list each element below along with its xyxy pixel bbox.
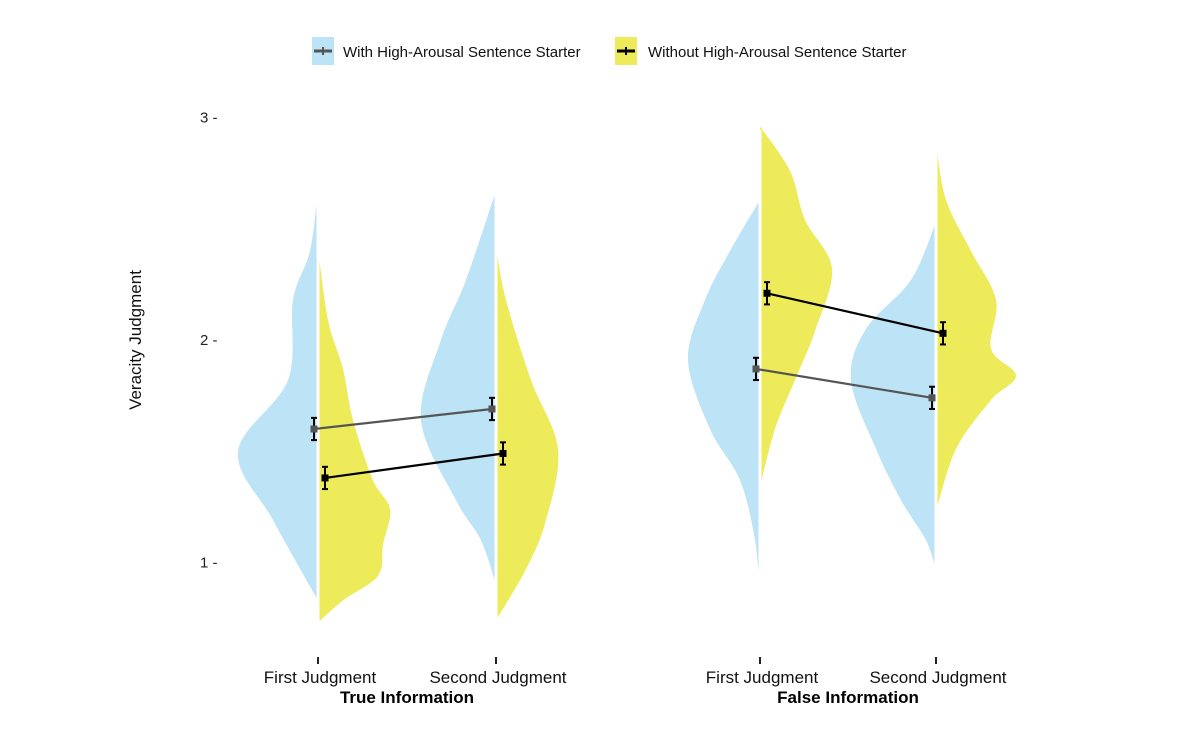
violin-with-1-0 bbox=[687, 199, 760, 596]
legend: With High-Arousal Sentence Starter Witho… bbox=[312, 37, 906, 65]
mean-line-without bbox=[766, 292, 944, 335]
mean-point-without bbox=[321, 474, 329, 482]
mean-line-without bbox=[324, 452, 504, 480]
mean-point-with bbox=[488, 405, 496, 413]
violin-without-1-0 bbox=[760, 126, 833, 487]
violin-with-0-1 bbox=[420, 190, 496, 585]
mean-line-with bbox=[755, 367, 933, 399]
mean-point-with bbox=[752, 365, 760, 373]
violin-with-0-0 bbox=[237, 190, 318, 601]
y-axis-label: Veracity Judgment bbox=[126, 270, 145, 410]
violins bbox=[237, 126, 1016, 630]
panel-title: True Information bbox=[340, 688, 474, 707]
x-tick-label: Second Judgment bbox=[429, 668, 566, 687]
x-tick-label: Second Judgment bbox=[869, 668, 1006, 687]
mean-point-with bbox=[310, 425, 318, 433]
legend-label-with: With High-Arousal Sentence Starter bbox=[343, 44, 581, 61]
y-tick-label: 1 - bbox=[200, 555, 218, 572]
panel-title: False Information bbox=[777, 688, 919, 707]
mean-point-without bbox=[763, 289, 771, 297]
legend-label-without: Without High-Arousal Sentence Starter bbox=[648, 44, 906, 61]
mean-lines bbox=[310, 281, 947, 491]
mean-line-with bbox=[313, 407, 493, 431]
mean-point-without bbox=[939, 329, 947, 337]
violin-without-1-1 bbox=[936, 144, 1016, 512]
violin-with-1-1 bbox=[850, 222, 936, 570]
mean-point-without bbox=[499, 449, 507, 457]
violin-without-0-0 bbox=[318, 248, 391, 623]
y-tick-label: 2 - bbox=[200, 332, 218, 349]
y-axis: 3 - 2 - 1 - bbox=[200, 110, 218, 572]
violin-without-0-1 bbox=[496, 246, 559, 621]
mean-point-with bbox=[928, 394, 936, 402]
y-tick-label: 3 - bbox=[200, 110, 218, 127]
x-tick-label: First Judgment bbox=[264, 668, 377, 687]
x-tick-label: First Judgment bbox=[706, 668, 819, 687]
